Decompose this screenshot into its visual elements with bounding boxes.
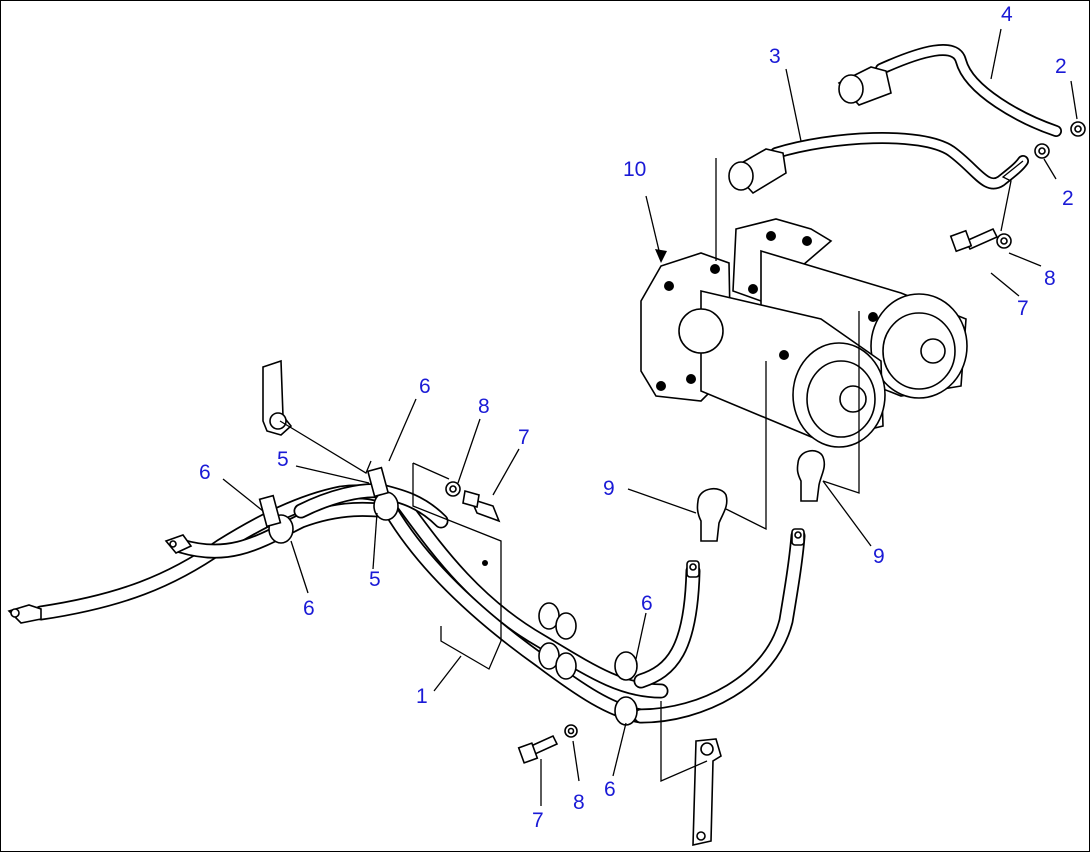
callout-10: 10 (623, 158, 646, 181)
callout-4: 4 (1001, 3, 1013, 26)
starter-motor-front (640, 252, 886, 448)
callout-7-lower: 7 (532, 809, 544, 832)
callout-6-top: 6 (419, 375, 431, 398)
callout-6-right-lower: 6 (604, 778, 616, 801)
cable-4 (837, 44, 1062, 137)
callout-5-bottom: 5 (369, 568, 381, 591)
callout-3: 3 (769, 45, 781, 68)
callout-7-upper: 7 (1017, 297, 1029, 320)
callout-9-left: 9 (603, 477, 615, 500)
leader-lines (222, 28, 1078, 806)
callout-5-top: 5 (277, 448, 289, 471)
callout-8-upper: 8 (1044, 267, 1056, 290)
callout-6-right-upper: 6 (641, 592, 653, 615)
callout-labels: 4 2 3 2 10 8 7 6 8 7 5 6 9 9 5 6 6 1 6 8… (199, 3, 1074, 832)
main-harness-1 (7, 483, 806, 726)
callout-6-left: 6 (199, 461, 211, 484)
callout-1: 1 (416, 685, 428, 708)
callout-2-upper: 2 (1055, 55, 1067, 78)
callout-7-mid: 7 (518, 426, 530, 449)
lower-hardware (445, 481, 578, 764)
callout-9-right: 9 (873, 545, 885, 568)
callout-8-mid: 8 (478, 395, 490, 418)
terminal-boots-9 (696, 450, 826, 542)
cable-3 (728, 132, 1029, 195)
callout-2-lower: 2 (1062, 187, 1074, 210)
brackets (258, 359, 722, 847)
upper-hardware (949, 121, 1086, 253)
callout-8-lower: 8 (573, 791, 585, 814)
callout-6-bottom-left: 6 (303, 597, 315, 620)
